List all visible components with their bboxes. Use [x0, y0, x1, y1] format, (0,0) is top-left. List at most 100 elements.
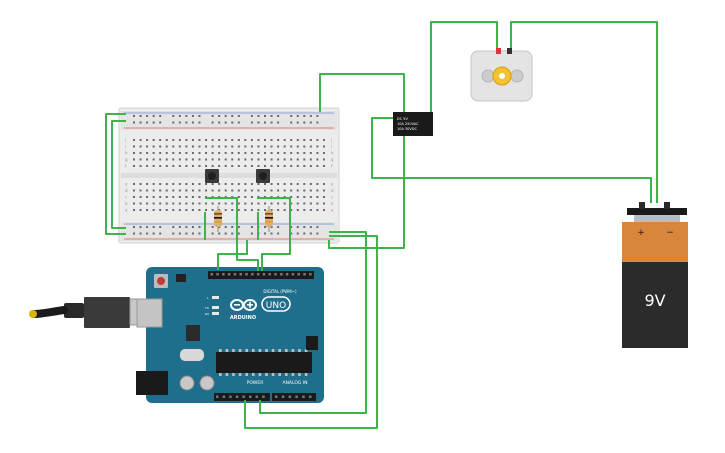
breadboard-hole: [178, 115, 181, 117]
breadboard-hole: [270, 226, 273, 228]
wire-motor-to-battery-minus: [510, 21, 658, 203]
breadboard-hole: [165, 183, 168, 185]
usb-cable[interactable]: [29, 297, 147, 328]
header-pin: [229, 395, 232, 398]
digital-header-label: DIGITAL (PWM~): [263, 289, 297, 294]
chip-pin: [278, 373, 281, 376]
breadboard-holes: [133, 115, 325, 235]
arduino-uno[interactable]: L TX RX ARDUINO UNO DIGITAL (PWM~) POWER…: [136, 267, 324, 403]
breadboard-hole: [231, 145, 234, 148]
chip-pin: [252, 349, 255, 352]
breadboard-hole: [198, 196, 201, 198]
breadboard-hole: [270, 139, 273, 141]
breadboard-hole: [165, 139, 168, 141]
breadboard-hole: [296, 115, 299, 117]
breadboard-hole: [211, 209, 214, 211]
breadboard-hole: [290, 115, 293, 117]
breadboard-hole: [224, 165, 227, 167]
breadboard-hole: [303, 121, 306, 124]
capacitor-2: [199, 375, 215, 391]
breadboard-hole: [250, 202, 253, 205]
digital-pins: [210, 273, 312, 276]
breadboard-hole: [264, 183, 266, 185]
analog-pin-header[interactable]: [272, 393, 316, 401]
row-letter: f: [125, 164, 127, 169]
battery-top: [622, 222, 688, 262]
breadboard-hole: [296, 226, 299, 228]
breadboard-hole: [185, 121, 188, 124]
breadboard-hole: [277, 115, 280, 117]
breadboard-hole: [191, 189, 194, 192]
breadboard-hole: [290, 232, 293, 235]
breadboard-hole: [244, 165, 247, 167]
pushbutton-2[interactable]: [256, 169, 270, 183]
breadboard-hole: [322, 209, 325, 211]
header-pin: [222, 395, 226, 398]
power-pin-header[interactable]: [214, 393, 270, 401]
breadboard-hole: [322, 196, 325, 198]
breadboard-hole: [178, 209, 181, 211]
breadboard-hole: [178, 202, 181, 205]
resistor-1[interactable]: [214, 206, 222, 232]
battery-9v[interactable]: + − 9V: [622, 202, 688, 348]
breadboard-hole: [250, 152, 253, 154]
breadboard-hole: [165, 196, 168, 198]
breadboard-hole: [178, 183, 181, 185]
led-rx-label: RX: [205, 312, 209, 316]
breadboard-hole: [264, 226, 266, 228]
breadboard-hole: [152, 152, 155, 154]
breadboard-hole: [159, 158, 162, 161]
breadboard-hole: [257, 209, 260, 211]
breadboard-hole: [224, 189, 227, 192]
breadboard-hole: [146, 158, 149, 161]
breadboard-hole: [264, 152, 266, 154]
breadboard-hole: [257, 183, 260, 185]
pushbutton-1[interactable]: [205, 169, 219, 183]
breadboard-hole: [198, 226, 201, 228]
breadboard-hole: [250, 209, 253, 211]
breadboard-hole: [257, 115, 260, 117]
breadboard-hole: [139, 232, 142, 235]
header-pin: [262, 395, 265, 398]
digital-pin-header[interactable]: [208, 271, 314, 279]
breadboard-hole: [205, 139, 208, 141]
row-letter: c: [331, 195, 333, 200]
breadboard-hole: [316, 209, 319, 211]
row-letter: g: [125, 157, 128, 162]
row-letter: g: [331, 157, 334, 162]
breadboard-hole: [159, 232, 162, 235]
breadboard-hole: [139, 165, 142, 167]
chip-pin: [304, 373, 308, 376]
breadboard-hole: [218, 121, 221, 124]
breadboard-hole: [264, 145, 266, 148]
breadboard-hole: [191, 202, 194, 205]
breadboard-hole: [264, 115, 266, 117]
row-letter: a: [125, 208, 128, 213]
wire-left-rail-inner: [111, 120, 126, 229]
breadboard-hole: [296, 152, 299, 154]
breadboard-hole: [270, 202, 273, 205]
breadboard-hole: [296, 121, 299, 124]
header-pin: [303, 273, 306, 276]
breadboard-hole: [191, 152, 194, 154]
breadboard-hole: [198, 115, 201, 117]
breadboard-hole: [257, 202, 260, 205]
breadboard-hole: [211, 115, 214, 117]
breadboard-hole: [264, 202, 266, 205]
resistor-2[interactable]: [265, 206, 273, 232]
breadboard-hole: [218, 189, 221, 192]
breadboard-hole: [159, 165, 162, 167]
row-letter: f: [331, 164, 333, 169]
breadboard-hole: [231, 183, 234, 185]
relay-text-1: DC 5V: [397, 117, 408, 121]
breadboard-hole: [283, 145, 286, 148]
breadboard-top-rail: [121, 111, 337, 130]
breadboard-hole: [237, 165, 240, 167]
breadboard-hole: [139, 152, 142, 154]
breadboard-hole: [290, 202, 293, 205]
breadboard-hole: [133, 226, 135, 228]
relay[interactable]: DC 5V 10A 250VAC 10A 30VDC: [393, 112, 433, 136]
chip-pin: [225, 373, 229, 376]
dc-motor[interactable]: [470, 48, 533, 102]
